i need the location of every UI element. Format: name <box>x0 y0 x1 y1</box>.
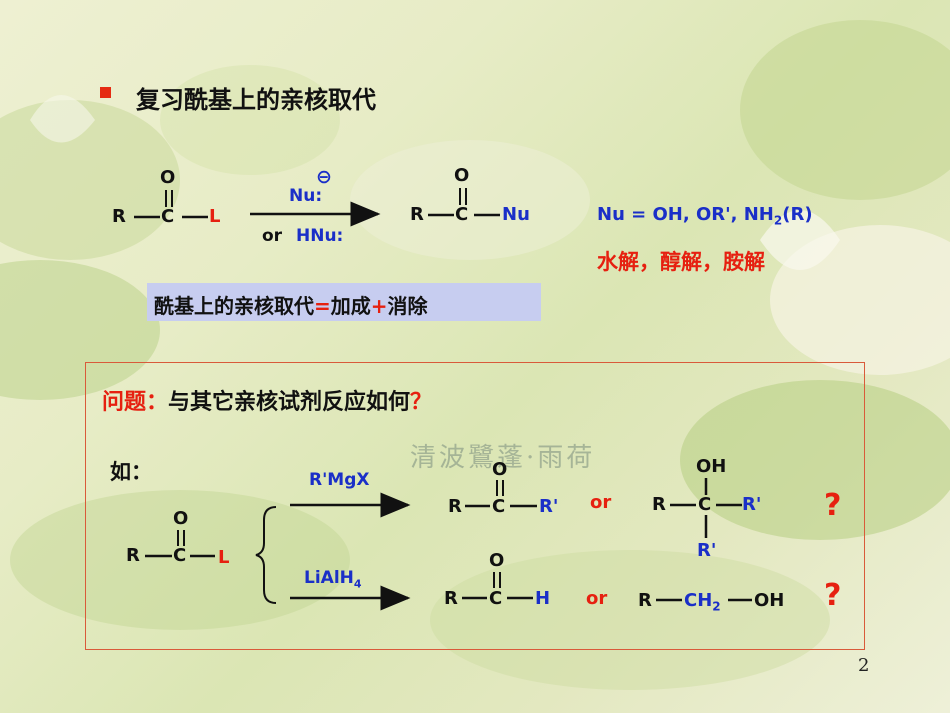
reaction-types: 水解，醇解，胺解 <box>597 250 765 274</box>
r1-reagent-hnu: HNu: <box>296 226 344 246</box>
r2-C: C <box>173 545 187 566</box>
question-mark-1: ? <box>824 488 842 523</box>
r1-O: O <box>160 167 176 188</box>
ketone-O: O <box>492 459 508 480</box>
reagent-lialh4: LiAlH4 <box>304 568 362 591</box>
p1-R: R <box>410 204 424 225</box>
slide-title: 复习酰基上的亲核取代 <box>136 86 376 114</box>
minus-charge-icon: ⊖ <box>316 166 332 188</box>
alc-OH: OH <box>696 456 727 477</box>
alc-R: R <box>652 494 666 515</box>
question-box <box>85 362 865 650</box>
prim-CH2: CH2 <box>684 590 721 614</box>
alc-Rprime-2: R' <box>697 540 717 561</box>
or-2: or <box>586 588 608 609</box>
ketone-Rprime: R' <box>539 496 559 517</box>
summary-box <box>147 283 541 321</box>
prim-OH: OH <box>754 590 785 611</box>
p1-O: O <box>454 165 470 186</box>
summary-text: 酰基上的亲核取代=加成+消除 <box>154 294 428 318</box>
ald-O: O <box>489 550 505 571</box>
nu-definition: Nu = OH, OR', NH2(R) <box>597 204 813 228</box>
prim-R: R <box>638 590 652 611</box>
r1-or: or <box>262 226 283 246</box>
alc-Rprime-1: R' <box>742 494 762 515</box>
page-number: 2 <box>858 655 870 676</box>
ald-R: R <box>444 588 458 609</box>
alc-C: C <box>698 494 712 515</box>
ketone-R: R <box>448 496 462 517</box>
question-line: 问题：与其它亲核试剂反应如何？ <box>102 390 433 415</box>
watermark-text: 清波鷺蓬·雨荷 <box>410 443 596 473</box>
bullet-square <box>100 87 111 98</box>
p1-C: C <box>455 204 469 225</box>
r1-R: R <box>112 206 126 227</box>
or-1: or <box>590 492 612 513</box>
r2-O: O <box>173 508 189 529</box>
r1-C: C <box>161 206 175 227</box>
reagent-grignard: R'MgX <box>309 470 370 490</box>
p1-Nu: Nu <box>502 204 530 225</box>
ald-C: C <box>489 588 503 609</box>
r2-R: R <box>126 545 140 566</box>
question-mark-2: ? <box>824 578 842 613</box>
r2-L: L <box>218 547 230 568</box>
r1-L: L <box>209 206 221 227</box>
ketone-C: C <box>492 496 506 517</box>
example-label: 如： <box>110 460 152 484</box>
r1-reagent-nu: Nu: <box>289 186 323 206</box>
ald-H: H <box>535 588 551 609</box>
